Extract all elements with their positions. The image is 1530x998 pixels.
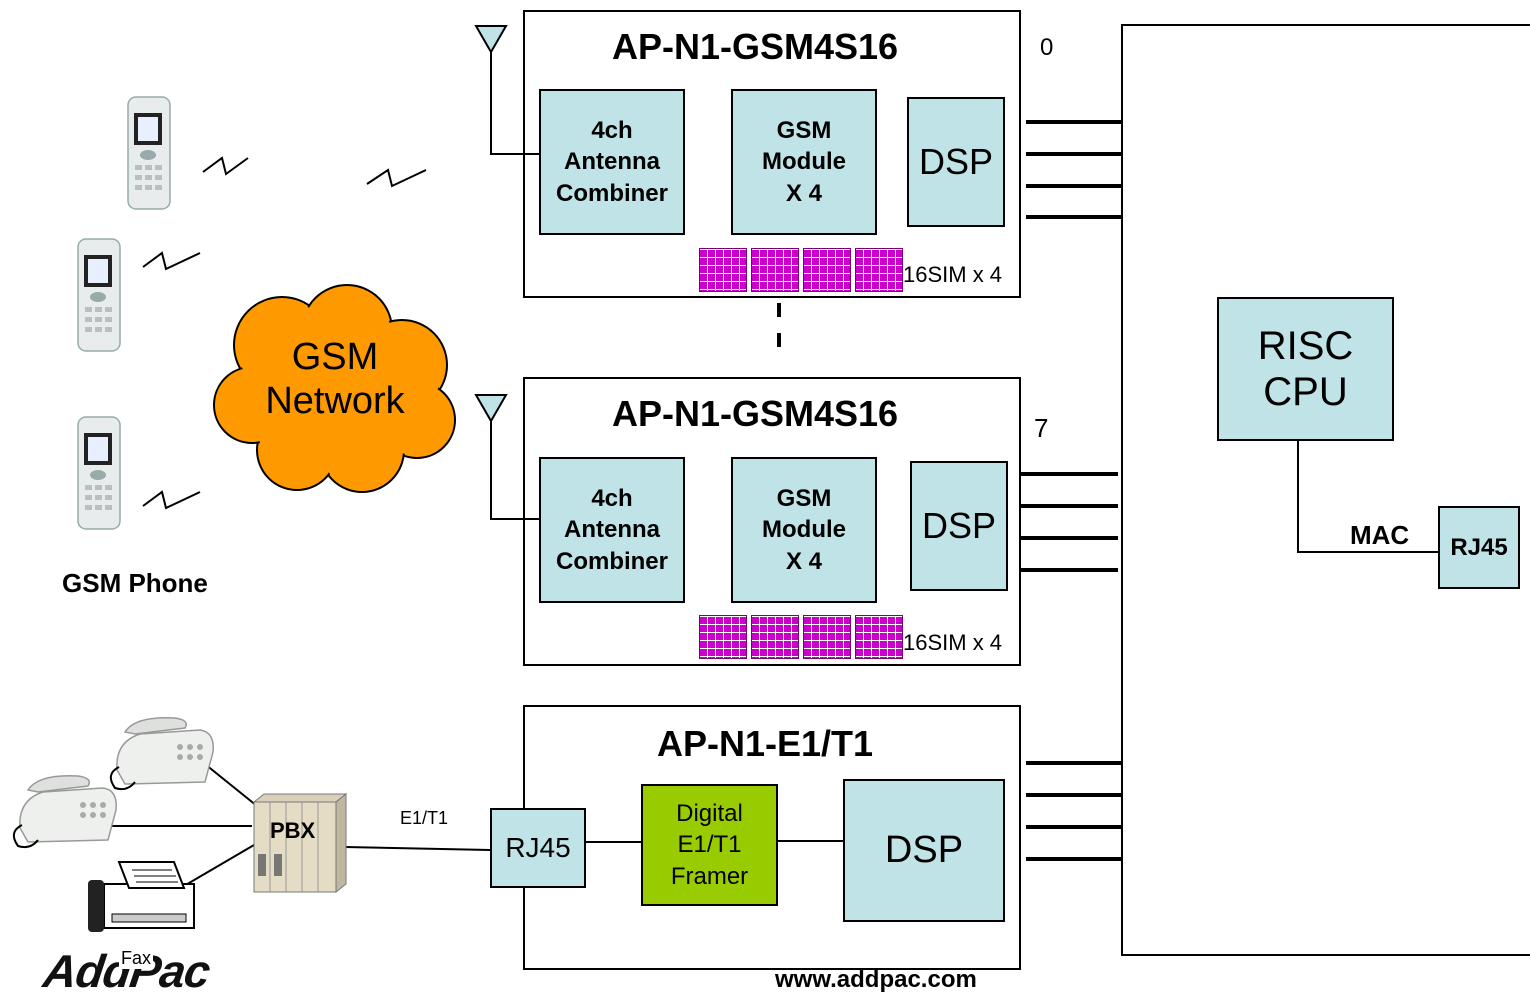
- bus-line: [1026, 215, 1122, 219]
- gsm-network-label: GSM Network: [265, 336, 405, 422]
- main-rj45-box: RJ45: [1438, 506, 1520, 589]
- bus-line: [1026, 184, 1122, 188]
- telephone-icon: [109, 717, 214, 791]
- dash-1: [777, 303, 781, 317]
- gsm-module-mid-index: 7: [1034, 413, 1049, 443]
- sim-block: [855, 615, 903, 659]
- dsp-mid-label: DSP: [921, 505, 997, 546]
- gsm-module-top-title: AP-N1-GSM4S16: [611, 26, 899, 67]
- antenna-combiner-mid-label: 4ch Antenna Combiner: [555, 485, 668, 575]
- pbx-icon: [252, 792, 348, 894]
- sim-top-label: 16SIM x 4: [903, 262, 1003, 287]
- antenna-combiner-mid: 4ch Antenna Combiner: [539, 457, 685, 603]
- bus-line: [1026, 825, 1122, 829]
- sim-block: [803, 615, 851, 659]
- risc-cpu-box: RISC CPU: [1217, 297, 1394, 441]
- bus-line: [1020, 536, 1118, 540]
- gsm-phone-label: GSM Phone: [62, 568, 208, 598]
- gsm-module-x4-top: GSM Module X 4: [731, 89, 877, 235]
- website-url: www.addpac.com: [775, 966, 977, 993]
- gsm-phone-icon: [77, 238, 121, 352]
- sim-block: [803, 248, 851, 292]
- main-rj45-label: RJ45: [1450, 533, 1508, 561]
- bus-line: [1026, 761, 1122, 765]
- e1t1-rj45-label: RJ45: [505, 832, 571, 863]
- gsm-module-x4-top-label: GSM Module X 4: [762, 117, 846, 207]
- gsm-phone-icon: [127, 96, 171, 210]
- wireless-signal-icon: [366, 168, 427, 188]
- antenna-icon: [474, 25, 539, 155]
- bus-line: [1020, 504, 1118, 508]
- e1t1-rj45-box: RJ45: [490, 808, 586, 888]
- bus-line: [1026, 152, 1122, 156]
- framer-dsp-line: [778, 840, 844, 842]
- bus-line: [1026, 793, 1122, 797]
- gsm-module-x4-mid: GSM Module X 4: [731, 457, 877, 603]
- e1t1-framer-label: Digital E1/T1 Framer: [670, 800, 749, 890]
- bus-line: [1020, 568, 1118, 572]
- e1t1-framer-box: Digital E1/T1 Framer: [641, 784, 778, 906]
- antenna-combiner-top: 4ch Antenna Combiner: [539, 89, 685, 235]
- bus-line: [1020, 472, 1118, 476]
- sim-block: [751, 615, 799, 659]
- wireless-signal-icon: [142, 251, 201, 271]
- fax-label: Fax: [119, 948, 154, 969]
- cpu-mac-line: [1297, 441, 1299, 552]
- mac-rj45-line: [1297, 551, 1438, 553]
- wireless-signal-icon: [202, 156, 249, 176]
- gsm-module-x4-mid-label: GSM Module X 4: [762, 485, 846, 575]
- antenna-combiner-top-label: 4ch Antenna Combiner: [555, 117, 668, 207]
- e1t1-dsp-box: DSP: [843, 779, 1005, 922]
- pbx-label: PBX: [270, 818, 316, 843]
- fax-machine-icon: [88, 861, 195, 932]
- rj45-framer-line: [586, 841, 642, 843]
- risc-cpu-label: RISC CPU: [1257, 324, 1354, 414]
- sim-block: [699, 248, 747, 292]
- e1t1-module-title: AP-N1-E1/T1: [656, 723, 874, 764]
- sim-block: [855, 248, 903, 292]
- gsm-phone-icon: [77, 416, 121, 530]
- dsp-mid: DSP: [910, 461, 1008, 591]
- gsm-network-cloud: [213, 284, 456, 493]
- gsm-module-top-index: 0: [1040, 34, 1054, 61]
- gsm-module-mid-title: AP-N1-GSM4S16: [611, 393, 899, 434]
- sim-block: [751, 248, 799, 292]
- bus-line: [1026, 120, 1122, 124]
- bus-line: [1026, 857, 1122, 861]
- sim-mid-label: 16SIM x 4: [903, 630, 1003, 655]
- telephone-icon: [12, 775, 117, 849]
- dsp-top-label: DSP: [918, 141, 994, 182]
- e1t1-link-label: E1/T1: [400, 808, 449, 828]
- dash-2: [777, 333, 781, 347]
- wireless-signal-icon: [142, 490, 201, 510]
- antenna-icon: [474, 394, 539, 520]
- sim-block: [699, 615, 747, 659]
- main-board: [1121, 24, 1530, 956]
- dsp-top: DSP: [907, 97, 1005, 227]
- mac-label: MAC: [1350, 520, 1410, 550]
- e1t1-dsp-label: DSP: [884, 829, 964, 871]
